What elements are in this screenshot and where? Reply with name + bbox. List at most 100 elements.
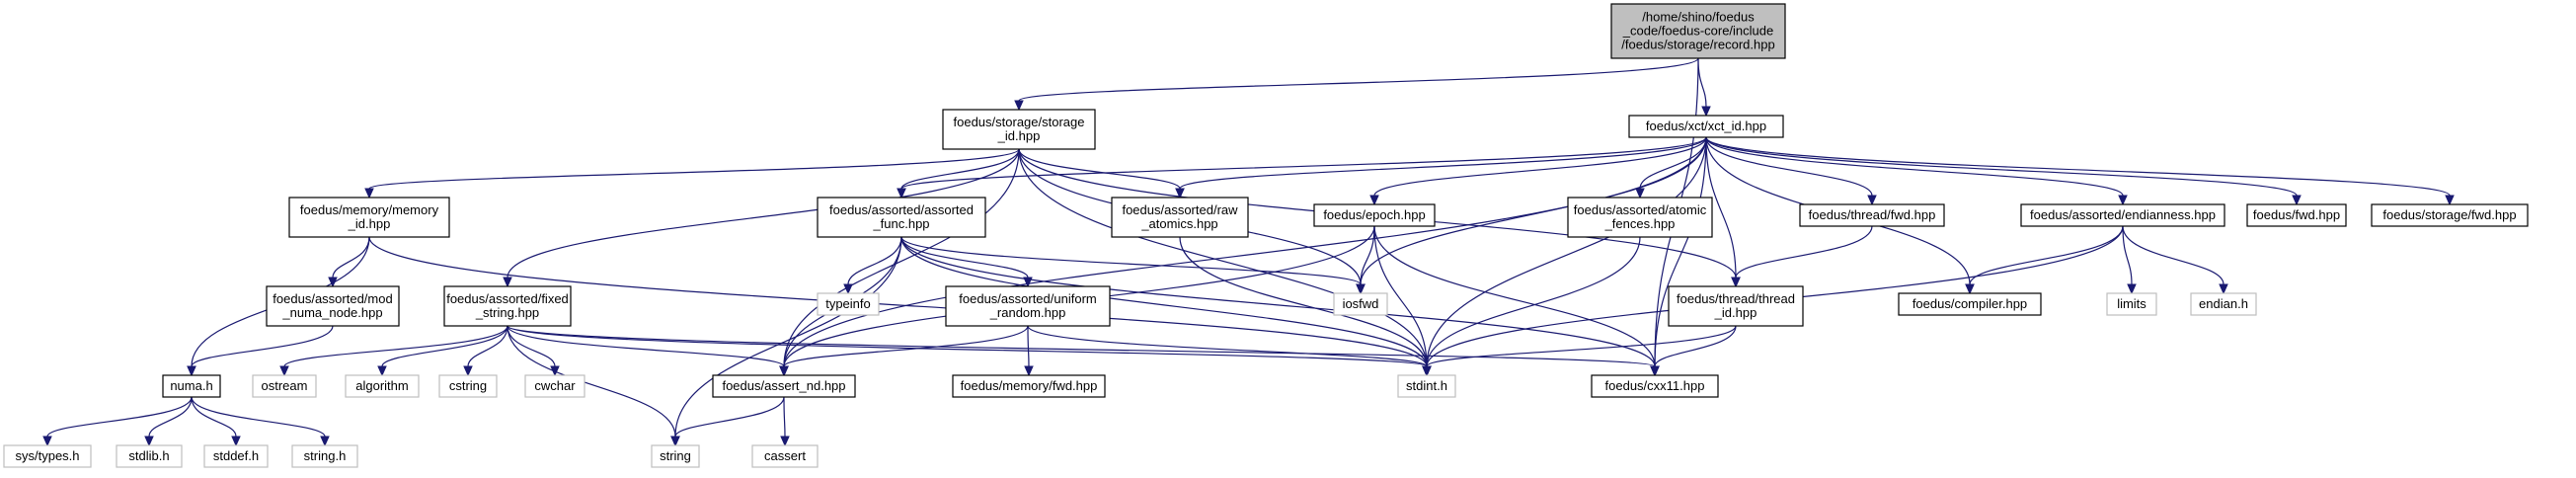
edge-line: [900, 236, 1362, 285]
edge-line: [1373, 225, 1428, 367]
node-box: [817, 292, 880, 316]
node-box: [291, 444, 358, 468]
edge-endianness-to-compiler: [1965, 225, 2124, 295]
node-memory_fwd[interactable]: foedus/memory/fwd.hpp: [952, 374, 1106, 398]
node-thread_fwd[interactable]: foedus/thread/fwd.hpp: [1799, 203, 1945, 227]
node-label: _id.hpp: [1714, 305, 1757, 320]
node-record[interactable]: /home/shino/foedus_code/foedus-core/incl…: [1610, 3, 1786, 59]
node-raw_atomics[interactable]: foedus/assorted/raw_atomics.hpp: [1111, 197, 1249, 238]
node-stddef: stddef.h: [203, 444, 269, 468]
edge-line: [1705, 136, 2451, 197]
arrowhead: [1175, 188, 1185, 199]
node-label: foedus/assorted/fixed: [446, 291, 569, 306]
node-label: foedus/epoch.hpp: [1323, 207, 1425, 222]
arrowhead: [897, 188, 906, 199]
arrowhead: [42, 436, 52, 447]
arrowhead: [187, 365, 196, 377]
node-label: foedus/memory/fwd.hpp: [961, 378, 1098, 393]
edge-line: [191, 396, 326, 438]
edge-line: [1373, 225, 1656, 367]
node-box: [1610, 3, 1786, 59]
node-label: foedus/storage/fwd.hpp: [2382, 207, 2516, 222]
edge-line: [467, 325, 508, 367]
node-label: foedus/xct/xct_id.hpp: [1646, 119, 1766, 133]
node-assert_nd[interactable]: foedus/assert_nd.hpp: [712, 374, 856, 398]
arrowhead: [1965, 283, 1975, 295]
edge-assert_nd-to-string: [670, 396, 785, 447]
edge-xct_id-to-epoch: [1369, 136, 1707, 206]
node-label: foedus/compiler.hpp: [1912, 296, 2027, 311]
node-fixed_string[interactable]: foedus/assorted/fixed_string.hpp: [443, 285, 572, 327]
node-thread_id[interactable]: foedus/thread/thread_id.hpp: [1668, 285, 1804, 327]
node-label: foedus/storage/storage: [954, 115, 1085, 129]
edge-line: [148, 396, 193, 438]
node-label: limits: [2117, 296, 2147, 311]
node-atomic_fences[interactable]: foedus/assorted/atomic_fences.hpp: [1567, 197, 1713, 238]
edge-xct_id-to-endianness: [1705, 136, 2128, 206]
node-stdlib: stdlib.h: [116, 444, 183, 468]
edge-line: [1373, 136, 1707, 197]
edge-line: [507, 325, 785, 367]
node-label: string: [660, 448, 691, 463]
edge-line: [1654, 136, 1707, 367]
edge-line: [368, 148, 1020, 190]
node-foedus_fwd[interactable]: foedus/fwd.hpp: [2246, 203, 2347, 227]
node-label: cstring: [449, 378, 487, 393]
node-label: iosfwd: [1343, 296, 1379, 311]
node-box: [1799, 203, 1945, 227]
arrowhead: [1014, 100, 1024, 112]
edge-line: [507, 325, 1656, 367]
edge-line: [1969, 225, 2124, 285]
edge-line: [507, 148, 1020, 279]
node-numa_h[interactable]: numa.h: [162, 374, 221, 398]
node-assorted_func[interactable]: foedus/assorted/assorted_func.hpp: [817, 197, 986, 238]
node-xct_id[interactable]: foedus/xct/xct_id.hpp: [1628, 115, 1784, 138]
edge-storage_id-to-memory_id: [364, 148, 1020, 199]
node-limits: limits: [2106, 292, 2157, 316]
node-uniform_random[interactable]: foedus/assorted/uniform_random.hpp: [945, 285, 1111, 327]
node-label: stdlib.h: [128, 448, 169, 463]
edge-assert_nd-to-cassert: [780, 396, 790, 447]
node-box: [2246, 203, 2347, 227]
node-box: [1668, 285, 1804, 327]
arrowhead: [1867, 195, 1877, 206]
arrowhead: [377, 365, 387, 377]
node-mod_numa[interactable]: foedus/assorted/mod_numa_node.hpp: [266, 285, 400, 327]
node-label: foedus/thread/thread: [1677, 291, 1795, 306]
edge-line: [283, 325, 508, 367]
edge-fixed_string-to-cstring: [463, 325, 508, 377]
node-epoch[interactable]: foedus/epoch.hpp: [1313, 203, 1436, 227]
node-cxx11[interactable]: foedus/cxx11.hpp: [1591, 374, 1719, 398]
node-label: _id.hpp: [997, 128, 1041, 143]
node-box: [288, 197, 450, 238]
edge-memory_id-to-mod_numa: [328, 236, 370, 288]
edge-line: [900, 236, 1029, 279]
node-label: stdint.h: [1406, 378, 1447, 393]
node-label: _code/foedus-core/include: [1622, 24, 1774, 39]
node-box: [1898, 292, 2042, 316]
edge-line: [900, 236, 1428, 367]
node-label: foedus/assorted/atomic: [1574, 202, 1707, 217]
arrowhead: [2445, 195, 2455, 206]
node-iosfwd: iosfwd: [1333, 292, 1388, 316]
node-storage_id[interactable]: foedus/storage/storage_id.hpp: [942, 109, 1096, 150]
node-storage_fwd[interactable]: foedus/storage/fwd.hpp: [2371, 203, 2529, 227]
edge-line: [368, 236, 1428, 367]
node-label: /foedus/storage/record.hpp: [1621, 38, 1774, 52]
edge-line: [191, 325, 334, 367]
arrowhead: [2219, 283, 2228, 295]
node-label: typeinfo: [825, 296, 871, 311]
node-box: [266, 285, 400, 327]
node-endianness[interactable]: foedus/assorted/endianness.hpp: [2020, 203, 2225, 227]
node-box: [1111, 197, 1249, 238]
node-compiler[interactable]: foedus/compiler.hpp: [1898, 292, 2042, 316]
edge-xct_id-to-foedus_fwd: [1705, 136, 2302, 206]
edge-numa_h-to-sys_types: [42, 396, 193, 447]
arrowhead: [1701, 106, 1711, 118]
node-memory_id[interactable]: foedus/memory/memory_id.hpp: [288, 197, 450, 238]
edge-line: [1705, 136, 1737, 279]
edge-line: [1697, 57, 1707, 108]
node-box: [712, 374, 856, 398]
edge-line: [783, 136, 1707, 367]
